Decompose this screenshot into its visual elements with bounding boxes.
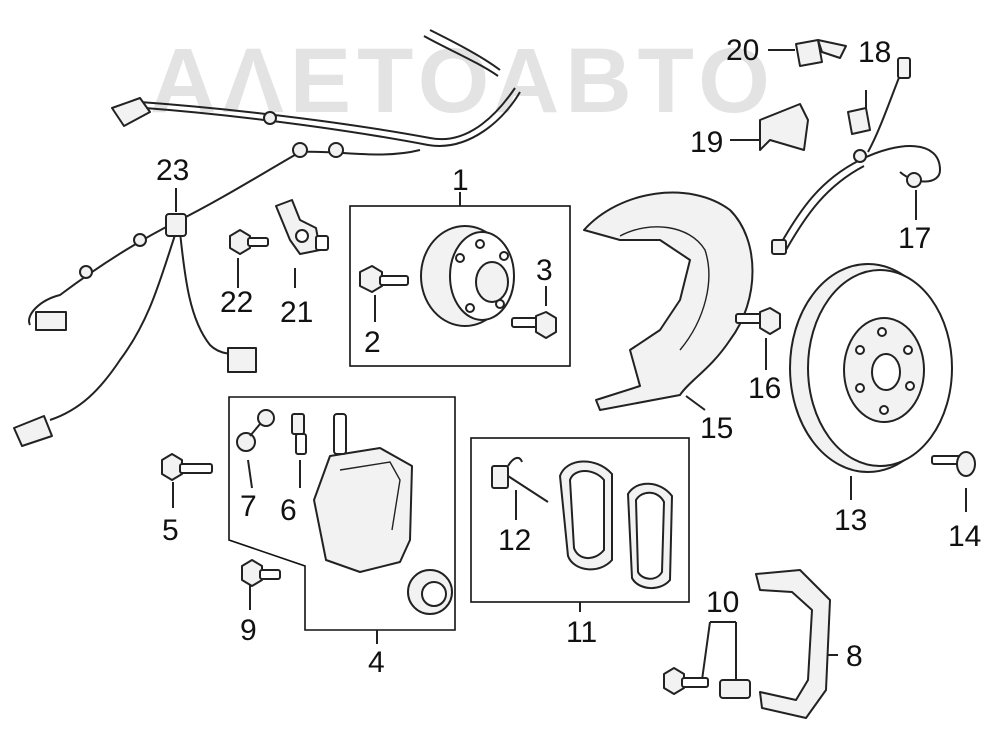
callout-2: 2 bbox=[364, 326, 381, 359]
wear-sensor-12 bbox=[491, 456, 549, 503]
callout-6: 6 bbox=[280, 494, 297, 527]
dust-shield-15 bbox=[583, 191, 754, 411]
cap-7 bbox=[236, 409, 275, 452]
watermark-text: ΑΛΕΤΟΑΒΤΟ bbox=[150, 30, 776, 132]
watermark: ΑΛΕΤΟΑΒΤΟ bbox=[150, 30, 776, 132]
brake-disc-13 bbox=[789, 263, 953, 473]
brake-pads-11 bbox=[559, 460, 673, 589]
harness-connector-left bbox=[35, 311, 67, 331]
callout-13: 13 bbox=[834, 504, 867, 537]
bolt-3 bbox=[511, 311, 557, 339]
callout-9: 9 bbox=[240, 614, 257, 647]
callout-22: 22 bbox=[220, 286, 253, 319]
bolt-5 bbox=[161, 453, 213, 481]
screw-14 bbox=[931, 451, 976, 477]
bolt-2 bbox=[359, 265, 409, 293]
harness-junction bbox=[165, 213, 187, 237]
callout-12: 12 bbox=[498, 524, 531, 557]
bolts-10 bbox=[663, 667, 751, 699]
callout-17: 17 bbox=[898, 222, 931, 255]
callout-21: 21 bbox=[280, 296, 313, 329]
callout-18: 18 bbox=[858, 36, 891, 69]
callout-7: 7 bbox=[240, 490, 257, 523]
callout-11: 11 bbox=[566, 616, 597, 649]
callout-3: 3 bbox=[536, 254, 553, 287]
wheel-hub-1 bbox=[420, 225, 515, 327]
leader-lines bbox=[172, 49, 967, 681]
wiring-harness-23 bbox=[13, 29, 521, 447]
callout-1: 1 bbox=[452, 164, 469, 197]
harness-connector-top bbox=[111, 97, 151, 127]
caliper-4 bbox=[313, 413, 453, 615]
harness-connector-right bbox=[227, 347, 257, 373]
harness-connector-bottom bbox=[13, 415, 53, 447]
callout-16: 16 bbox=[748, 372, 781, 405]
abs-sensor-21 bbox=[275, 199, 329, 255]
bolt-22 bbox=[229, 229, 269, 255]
callout-10: 10 bbox=[706, 586, 739, 619]
callout-23: 23 bbox=[156, 154, 189, 187]
callout-8: 8 bbox=[846, 640, 863, 673]
bolt-16 bbox=[735, 307, 781, 335]
carrier-8 bbox=[755, 569, 831, 719]
callout-20: 20 bbox=[726, 34, 759, 67]
caliper-group-box bbox=[228, 396, 456, 631]
callout-labels: 1 2 3 4 5 6 7 8 9 10 11 12 13 14 15 16 1… bbox=[156, 34, 981, 679]
plate-20 bbox=[795, 39, 847, 67]
bracket-19 bbox=[759, 103, 809, 151]
callout-14: 14 bbox=[948, 520, 981, 553]
clip-18 bbox=[847, 107, 871, 135]
bleeder-6 bbox=[291, 413, 307, 455]
brake-hose-17 bbox=[771, 57, 942, 255]
callout-4: 4 bbox=[368, 646, 385, 679]
callout-15: 15 bbox=[700, 412, 733, 445]
callout-5: 5 bbox=[162, 514, 179, 547]
callout-19: 19 bbox=[690, 126, 723, 159]
bolt-9 bbox=[241, 559, 281, 587]
